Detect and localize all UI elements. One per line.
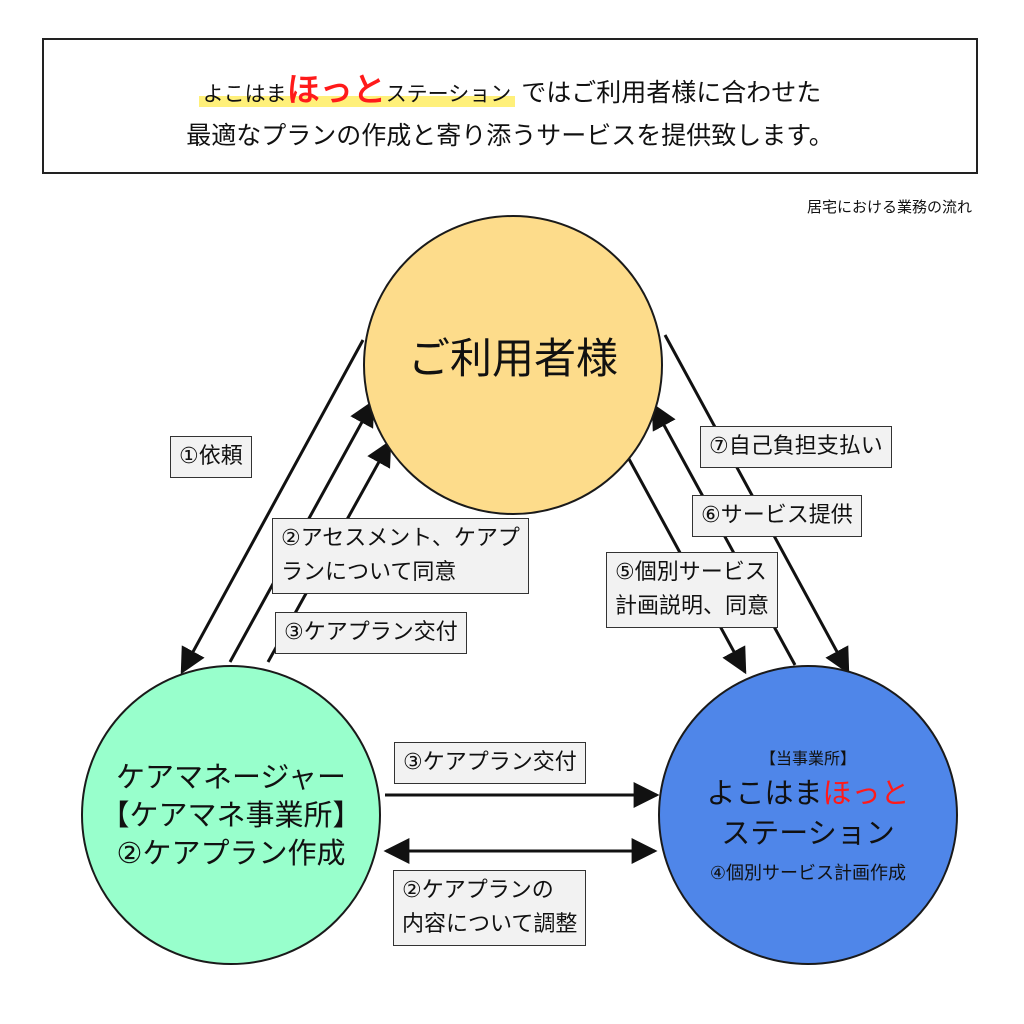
flow-label-plan-explain-line-1: ⑤個別サービス (615, 560, 767, 585)
flow-label-coordination-line-2: 内容について調整 (402, 912, 578, 937)
flow-label-service: ⑥サービス提供 (692, 495, 862, 537)
flow-label-plan-explain-line-2: 計画説明、同意 (615, 594, 770, 619)
brand-post: ステーション (385, 82, 512, 106)
flow-label-agreement: ②アセスメント、ケアプ ランについて同意 (272, 518, 529, 594)
care-manager-node: ケアマネージャー 【ケアマネ事業所】 ②ケアプラン作成 (81, 665, 381, 965)
flow-label-delivery-user: ③ケアプラン交付 (275, 612, 467, 654)
arrow-request (180, 339, 365, 675)
brand-logo: よこはまほっとステーション (198, 70, 516, 109)
station-name-pre: よこはま (706, 776, 823, 810)
flow-label-request: ①依頼 (170, 436, 252, 478)
flow-label-plan-explain: ⑤個別サービス 計画説明、同意 (606, 552, 779, 628)
flow-label-payment: ⑦自己負担支払い (700, 426, 892, 468)
user-node: ご利用者様 (363, 215, 663, 515)
header-line-2: 最適なプランの作成と寄り添うサービスを提供致します。 (186, 121, 834, 150)
flow-label-agreement-line-2: ランについて同意 (281, 560, 457, 585)
user-node-label: ご利用者様 (407, 333, 618, 383)
header-line-1: よこはまほっとステーションではご利用者様に合わせた (44, 70, 976, 114)
care-manager-office: 【ケアマネ事業所】 (100, 798, 362, 832)
header-box: よこはまほっとステーションではご利用者様に合わせた 最適なプランの作成と寄り添う… (42, 38, 978, 174)
station-name-red: ほっと (822, 776, 910, 810)
care-manager-task: ②ケアプラン作成 (116, 836, 346, 870)
diagram-caption: 居宅における業務の流れ (806, 198, 972, 216)
care-manager-title: ケアマネージャー (116, 760, 346, 794)
flow-label-coordination-line-1: ②ケアプランの (402, 878, 554, 903)
station-node: 【当事業所】 よこはまほっと ステーション ④個別サービス計画作成 (658, 665, 958, 965)
station-name-line-1: よこはまほっと (706, 773, 909, 813)
flow-label-agreement-line-1: ②アセスメント、ケアプ (281, 526, 520, 551)
station-name-line-2: ステーション (721, 816, 895, 850)
flow-label-delivery-station: ③ケアプラン交付 (394, 742, 586, 784)
station-task: ④個別サービス計画作成 (709, 863, 907, 884)
header-line-1-text: ではご利用者様に合わせた (521, 78, 822, 107)
brand-mid: ほっと (286, 70, 386, 109)
flow-label-coordination: ②ケアプランの 内容について調整 (393, 870, 587, 946)
station-tag: 【当事業所】 (759, 749, 856, 768)
brand-pre: よこはま (202, 82, 287, 106)
